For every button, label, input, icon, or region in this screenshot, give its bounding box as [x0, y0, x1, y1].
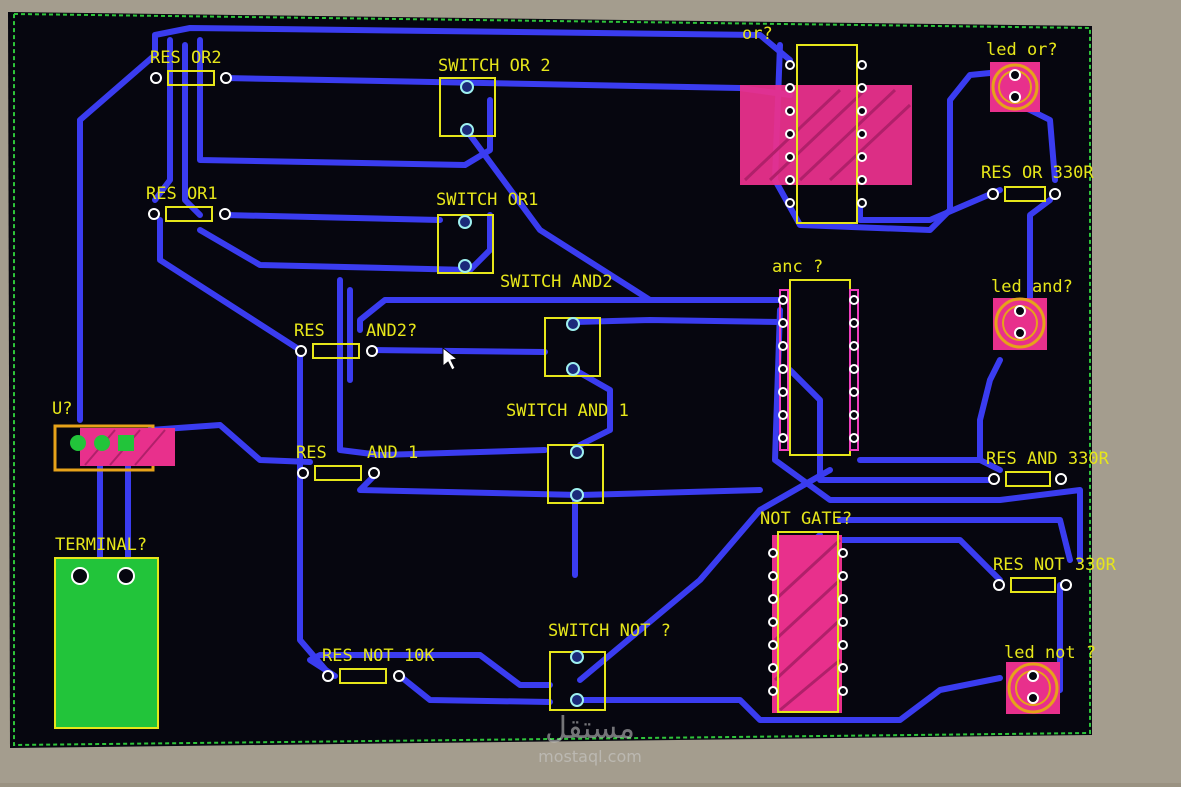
label-res-not-330r: RES NOT 330R [993, 555, 1117, 575]
trace [337, 277, 548, 458]
watermark: مستقل mostaql.com [538, 711, 642, 766]
trace [977, 357, 1003, 473]
label-and2: AND2? [366, 321, 417, 341]
label-led-not: led not ? [1004, 643, 1096, 663]
label-res-not-10k: RES NOT 10K [322, 646, 435, 666]
label-res-or2: RES OR2 [150, 48, 222, 68]
trace [77, 25, 793, 423]
label-switch-or2: SWITCH OR 2 [438, 56, 551, 76]
trace [577, 467, 833, 683]
label-switch-and2: SWITCH AND2 [500, 272, 613, 292]
trace [147, 422, 313, 465]
resistor-or-330r[interactable] [987, 186, 1061, 202]
trace [577, 675, 1003, 723]
trace [357, 297, 783, 333]
label-res-and-330r: RES AND 330R [986, 449, 1110, 469]
ic-pins [785, 60, 867, 208]
switch-or2[interactable] [439, 77, 496, 137]
label-res-and2: RES [294, 321, 325, 341]
label-res-or-330r: RES OR 330R [981, 163, 1094, 183]
board-outline [13, 12, 1091, 747]
trace [357, 472, 763, 498]
silkscreen-labels: RES OR2 SWITCH OR 2 or? led or? RES OR1 … [52, 24, 1117, 666]
led-or[interactable] [990, 62, 1040, 112]
label-terminal: TERMINAL? [55, 535, 147, 555]
label-not-gate: NOT GATE? [760, 509, 852, 529]
mouse-cursor-icon [442, 346, 459, 371]
label-led-and: led and? [991, 277, 1073, 297]
connector-u[interactable] [53, 424, 175, 472]
resistor-or2[interactable] [150, 70, 232, 86]
label-u: U? [52, 399, 72, 419]
resistor-and1[interactable] [297, 465, 380, 481]
led-not[interactable] [1006, 662, 1060, 714]
trace [787, 367, 993, 483]
trace [772, 307, 1083, 563]
label-switch-and1: SWITCH AND 1 [506, 401, 629, 421]
switch-not[interactable] [549, 650, 606, 711]
not-gate-ic[interactable] [768, 531, 848, 713]
trace [367, 347, 548, 355]
trace [397, 673, 553, 705]
trace [572, 317, 783, 325]
trace [572, 367, 613, 448]
trace [772, 42, 1003, 233]
trace [837, 537, 1003, 583]
or-gate-ic[interactable] [740, 44, 912, 224]
watermark-url: mostaql.com [538, 747, 642, 766]
trace [157, 217, 303, 353]
label-and-ic: anc ? [772, 257, 823, 277]
label-and1: AND 1 [367, 443, 418, 463]
label-led-or: led or? [986, 40, 1058, 60]
switch-and2[interactable] [544, 317, 601, 377]
ic-pins [778, 295, 859, 443]
trace [182, 42, 203, 218]
terminal-block[interactable] [54, 557, 159, 729]
hatch-pattern [773, 538, 842, 712]
switch-or1[interactable] [437, 214, 494, 274]
resistor-not-330r[interactable] [993, 577, 1072, 593]
watermark-logo-text: مستقل [545, 711, 635, 746]
resistor-and2[interactable] [295, 343, 378, 359]
trace-layer [77, 25, 1083, 723]
label-switch-or1: SWITCH OR1 [436, 190, 538, 210]
and-gate-ic[interactable] [778, 279, 859, 456]
trace [197, 37, 493, 168]
trace [837, 517, 1073, 563]
label-res-or1: RES OR1 [146, 184, 218, 204]
trace [307, 652, 553, 688]
copper-pour [772, 535, 842, 713]
switch-and1[interactable] [547, 444, 604, 504]
ic-pins [768, 548, 848, 696]
resistor-and-330r[interactable] [988, 471, 1067, 487]
label-res-and1: RES [296, 443, 327, 463]
trace [152, 37, 173, 203]
resistor-not-10k[interactable] [322, 668, 405, 684]
resistor-or1[interactable] [148, 206, 231, 222]
trace [222, 212, 443, 223]
label-switch-not: SWITCH NOT ? [548, 621, 671, 641]
led-and[interactable] [993, 297, 1047, 350]
label-or-ic: or? [742, 24, 773, 44]
trace [857, 187, 1003, 223]
